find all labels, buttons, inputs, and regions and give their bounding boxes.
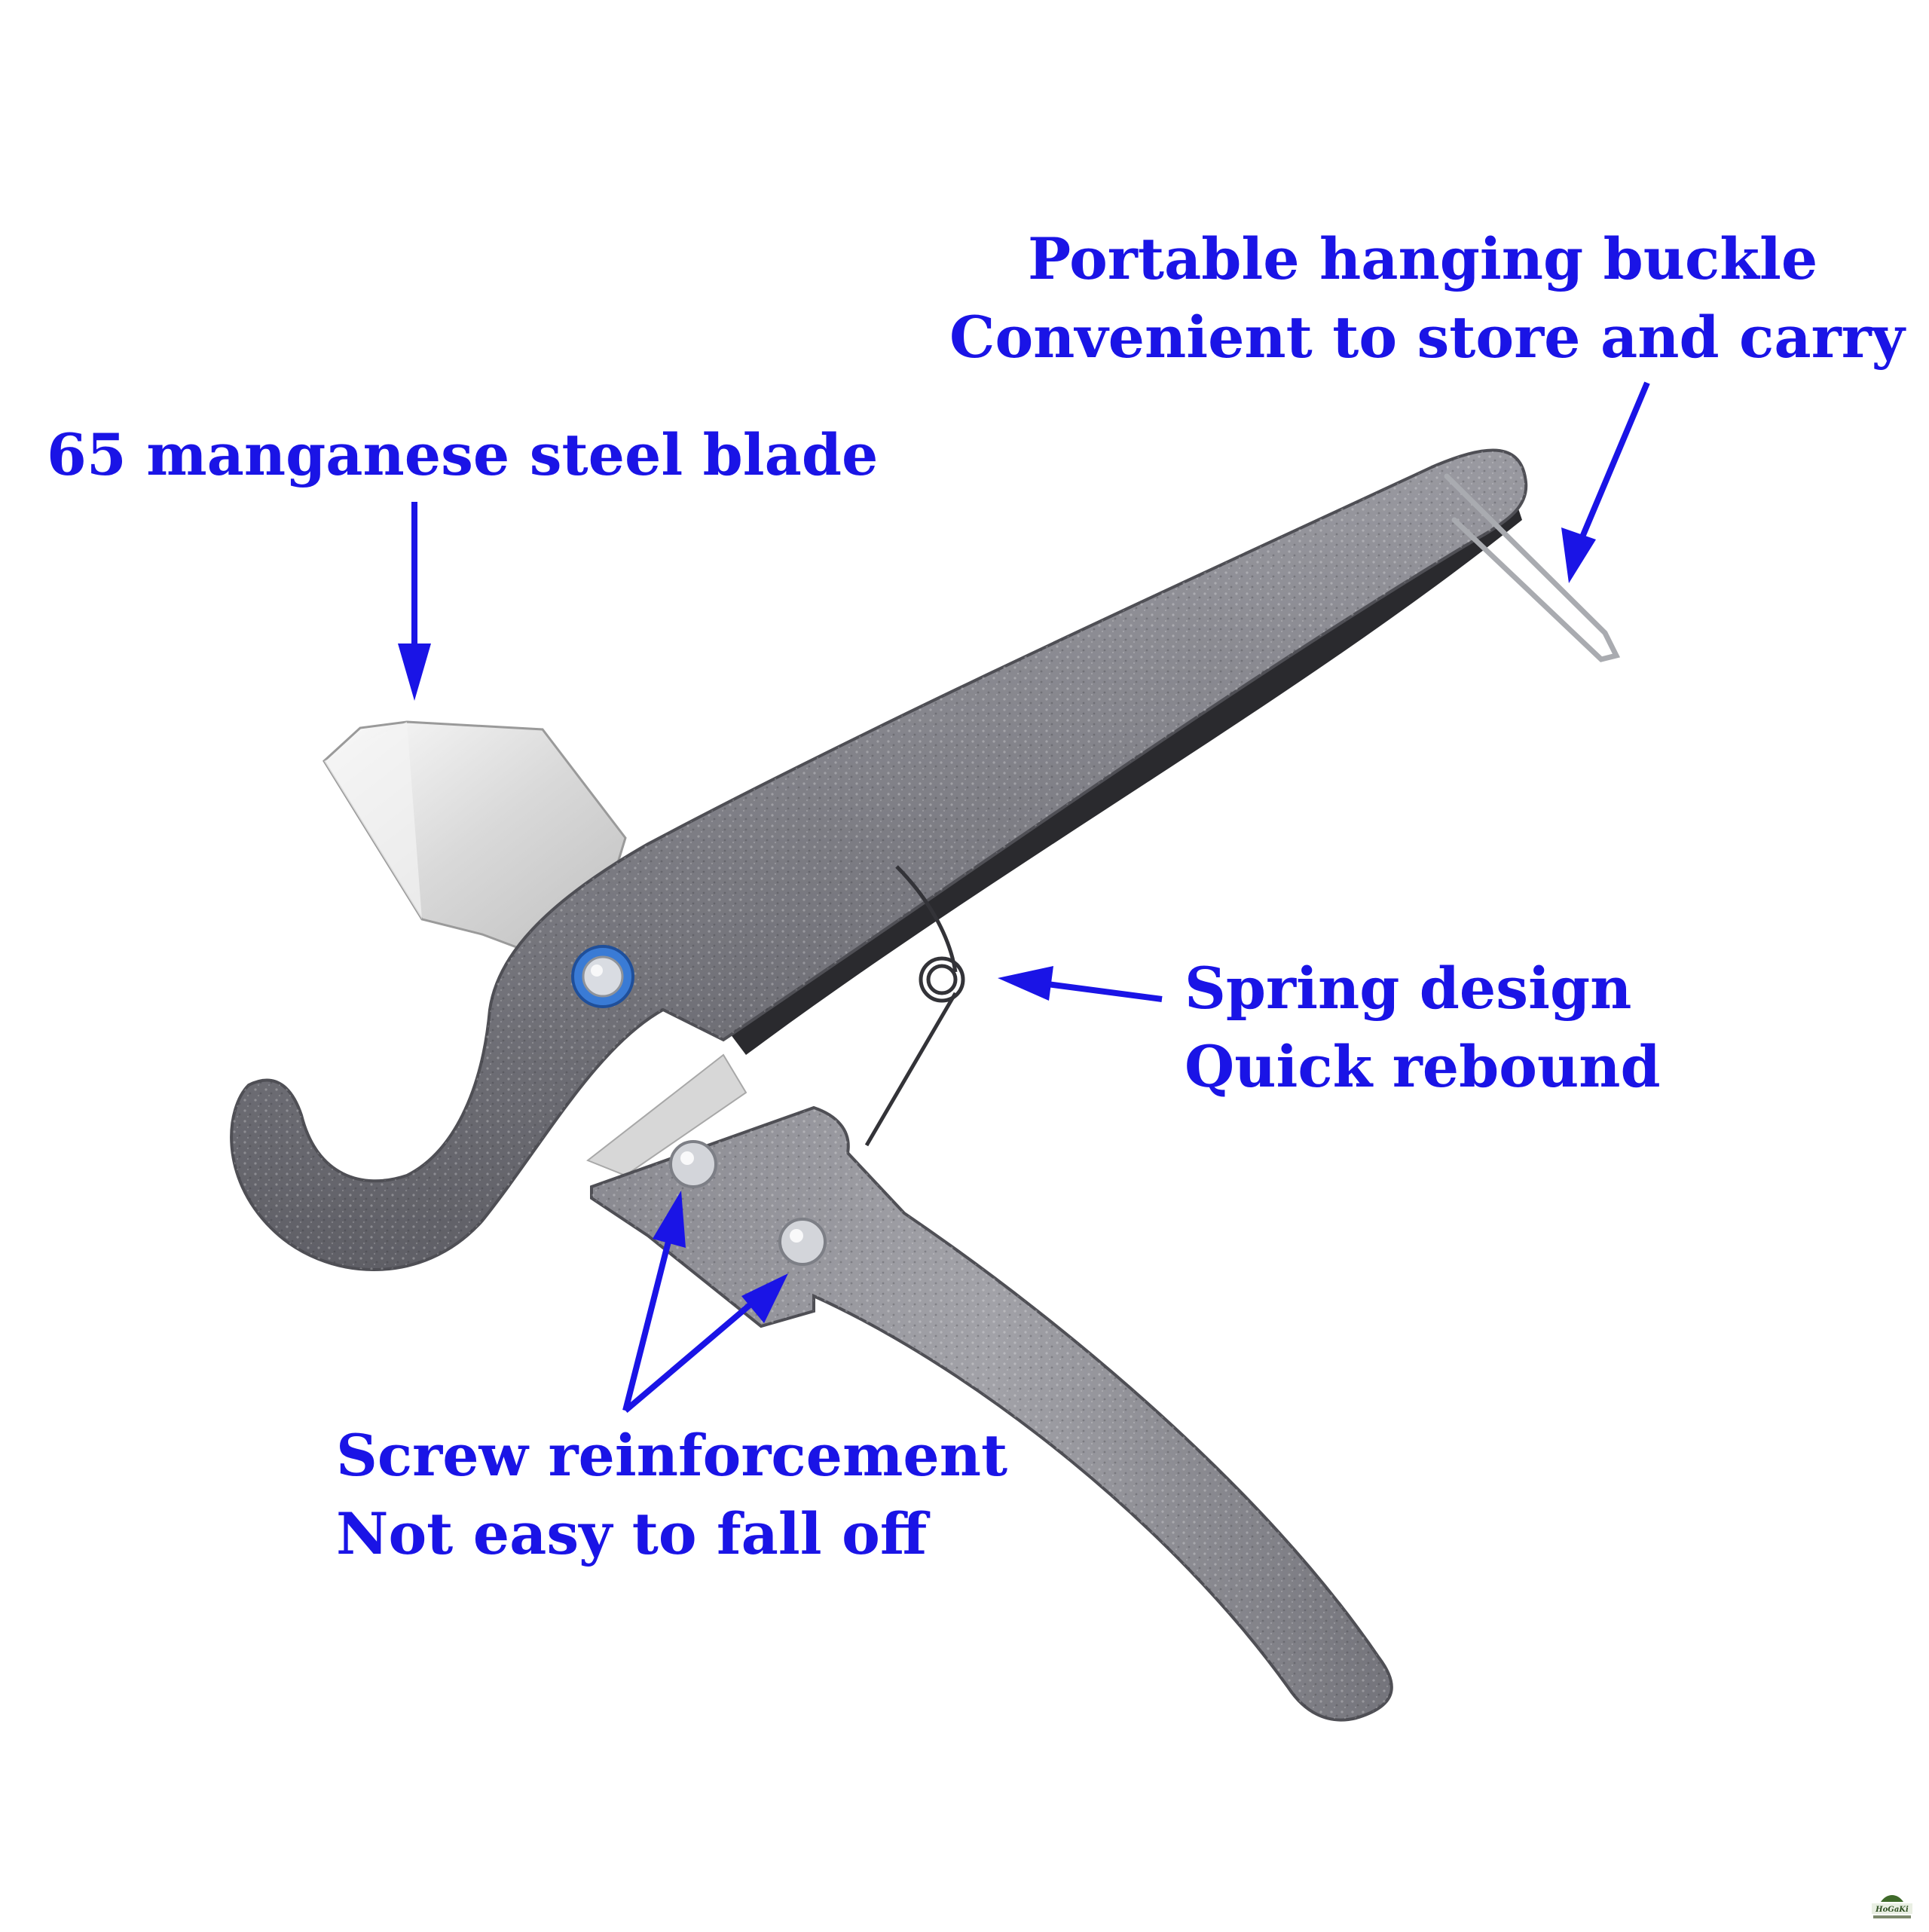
lower-handle bbox=[590, 1105, 1393, 1722]
upper-handle bbox=[230, 448, 1528, 1271]
arrow-buckle bbox=[1561, 381, 1650, 583]
hanging-buckle bbox=[1444, 473, 1621, 662]
watermark-text: HoGaKi bbox=[1875, 1906, 1909, 1914]
steel-blade bbox=[323, 720, 627, 958]
rivet-1 bbox=[669, 1140, 717, 1188]
arrow-spring bbox=[998, 966, 1163, 1002]
annotation-blade: 65 manganese steel blade bbox=[47, 416, 878, 494]
rivet-2 bbox=[778, 1218, 827, 1266]
lower-blade-edge bbox=[586, 1053, 747, 1177]
spring bbox=[864, 865, 965, 1147]
annotation-spring-detail: Quick rebound bbox=[1185, 1033, 1661, 1100]
annotation-hanging-buckle: Portable hanging buckle Convenient to st… bbox=[949, 220, 1905, 377]
pivot-bolt bbox=[571, 945, 634, 1008]
annotation-screw-detail: Not easy to fall off bbox=[336, 1500, 928, 1567]
handle-inner-channel bbox=[723, 497, 1522, 1055]
arrow-screw-2 bbox=[623, 1273, 788, 1414]
annotation-blade-title: 65 manganese steel blade bbox=[47, 421, 879, 488]
annotation-spring: Spring design Quick rebound bbox=[1185, 949, 1661, 1106]
annotation-screw-title: Screw reinforcement bbox=[336, 1422, 1008, 1489]
annotation-spring-title: Spring design bbox=[1185, 955, 1632, 1022]
annotation-screw: Screw reinforcement Not easy to fall off bbox=[336, 1417, 1007, 1573]
arrow-blade bbox=[398, 502, 431, 701]
annotation-hanging-buckle-detail: Convenient to store and carry bbox=[949, 304, 1905, 371]
annotation-hanging-buckle-title: Portable hanging buckle bbox=[1028, 225, 1818, 292]
brand-watermark-logo: HoGaKi bbox=[1872, 1895, 1912, 1918]
arrow-screw-1 bbox=[622, 1191, 686, 1411]
